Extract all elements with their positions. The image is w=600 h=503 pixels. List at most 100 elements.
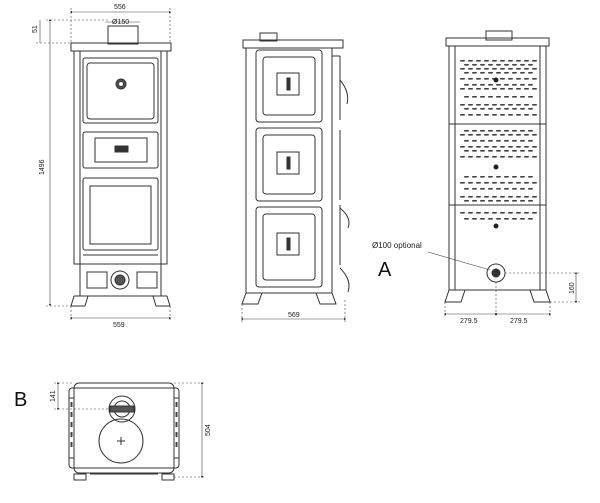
vent-slot (484, 60, 489, 62)
vent-slot (516, 60, 521, 62)
vent-slot (516, 156, 521, 158)
vent-slot (492, 196, 497, 198)
vent-slot (468, 60, 473, 62)
vent-slot (508, 78, 513, 80)
top-hotplate (98, 418, 144, 464)
vent-slot (532, 196, 537, 198)
vent-slot (508, 146, 513, 148)
vent-slot (520, 140, 525, 142)
vent-slot (508, 104, 513, 106)
vent-slot (516, 114, 521, 116)
vent-slot (468, 212, 473, 214)
top-side-slots (70, 402, 178, 447)
vent-slot (520, 96, 525, 98)
vent-slot (460, 114, 465, 116)
vent-slot (532, 114, 537, 116)
vent-slot (488, 150, 493, 152)
vent-slot (472, 150, 477, 152)
vent-slot (492, 60, 497, 62)
front-middle-drawer (82, 131, 159, 169)
vent-slot (472, 108, 477, 110)
vent-slot (464, 96, 469, 98)
front-width-base-label: 559 (113, 322, 125, 329)
vent-slot (472, 218, 477, 220)
vent-slot (512, 96, 517, 98)
vent-slot (508, 196, 513, 198)
vent-slot (468, 104, 473, 106)
vent-slot (464, 176, 469, 178)
vent-slot (504, 84, 509, 86)
top-dimensions (54, 381, 206, 479)
vent-slot (524, 196, 529, 198)
vent-slot (508, 182, 513, 184)
vent-slot (472, 140, 477, 142)
rear-flue-collar (485, 30, 513, 41)
vent-slot (484, 182, 489, 184)
vent-slot (488, 140, 493, 142)
vent-slot (484, 196, 489, 198)
vent-slot (524, 78, 529, 80)
side-panel-upper (255, 49, 323, 123)
front-flue-diameter-label: Ø150 (112, 19, 129, 26)
vent-slot (520, 84, 525, 86)
vent-slot (496, 84, 501, 86)
vent-slot (488, 176, 493, 178)
vent-slot (532, 60, 537, 62)
vent-slot (464, 108, 469, 110)
vent-slot (512, 176, 517, 178)
vent-slot (500, 114, 505, 116)
front-view (70, 25, 172, 307)
vent-slot (488, 64, 493, 66)
vent-slot (528, 72, 533, 74)
vent-slot (488, 96, 493, 98)
vent-slot (484, 68, 489, 70)
marker-a: A (378, 259, 392, 281)
vent-slot (484, 88, 489, 90)
vent-slot (472, 84, 477, 86)
vent-slot (460, 60, 465, 62)
vent-slot (516, 196, 521, 198)
vent-slot (496, 150, 501, 152)
vent-slot (512, 150, 517, 152)
vent-slot (524, 146, 529, 148)
vent-slot (484, 146, 489, 148)
vent-slot (464, 72, 469, 74)
front-top-offset-label: 51 (32, 25, 39, 33)
vent-slot (492, 146, 497, 148)
vent-slot (508, 114, 513, 116)
rear-dimensions (427, 251, 580, 318)
vent-slot (460, 104, 465, 106)
vent-slot (492, 182, 497, 184)
vent-slot (512, 108, 517, 110)
top-flue-offset-label: 141 (50, 390, 57, 402)
vent-slot (524, 60, 529, 62)
vent-slot (524, 134, 529, 136)
vent-slot (528, 130, 533, 132)
vent-slot (476, 68, 481, 70)
vent-slot (500, 196, 505, 198)
vent-slot (508, 134, 513, 136)
vent-slot (496, 72, 501, 74)
vent-slot (480, 150, 485, 152)
vent-slot (512, 84, 517, 86)
rear-half-right-label: 279.5 (510, 318, 528, 325)
vent-slot (472, 130, 477, 132)
vent-slot (512, 188, 517, 190)
vent-slot (504, 64, 509, 66)
vent-slot (480, 188, 485, 190)
top-view (68, 382, 180, 481)
vent-slot (480, 176, 485, 178)
vent-slot (532, 146, 537, 148)
vent-slot (528, 200, 533, 202)
vent-slot (504, 200, 509, 202)
top-outline (73, 382, 175, 474)
vent-slot (508, 60, 513, 62)
vent-slot (532, 104, 537, 106)
vent-slot (500, 60, 505, 62)
front-dimensions (36, 8, 172, 322)
vent-slot (464, 188, 469, 190)
marker-b: B (14, 389, 27, 411)
vent-slot (516, 78, 521, 80)
vent-slot (516, 212, 521, 214)
vent-slot (492, 134, 497, 136)
